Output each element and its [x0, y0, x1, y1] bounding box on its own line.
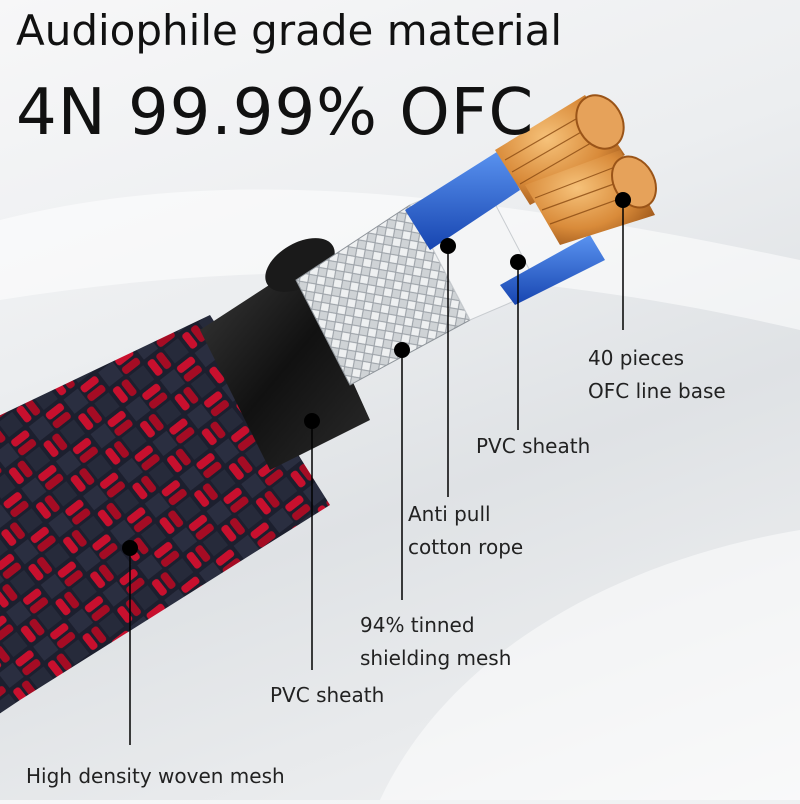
callout-text: High density woven mesh [26, 764, 285, 788]
callout-inner-pvc-sheath: PVC sheath [476, 430, 590, 463]
callout-ofc-line-base: 40 pieces OFC line base [588, 342, 726, 408]
inner-pvc-sheath [405, 150, 605, 305]
dot-ofc-line-base [615, 192, 631, 208]
callout-text: 94% tinned [360, 613, 475, 637]
callout-lines [129, 200, 624, 745]
callout-text: OFC line base [588, 379, 726, 403]
dot-outer-pvc-sheath [304, 413, 320, 429]
callout-text: PVC sheath [476, 434, 591, 458]
dot-shielding-mesh [394, 342, 410, 358]
callout-woven-mesh: High density woven mesh [26, 760, 285, 793]
callout-outer-pvc-sheath: PVC sheath [270, 679, 384, 712]
dot-woven-mesh [122, 540, 138, 556]
dot-anti-pull-rope [440, 238, 456, 254]
callout-text: 40 pieces [588, 346, 685, 370]
callout-text: PVC sheath [270, 683, 385, 707]
callout-dots [122, 192, 631, 556]
callout-text: shielding mesh [360, 646, 512, 670]
heading-line-2: 4N 99.99% OFC [16, 76, 535, 150]
callout-text: cotton rope [408, 535, 524, 559]
dot-inner-pvc-sheath [510, 254, 526, 270]
callout-shielding-mesh: 94% tinned shielding mesh [360, 609, 511, 675]
callout-text: Anti pull [408, 502, 491, 526]
heading-line-1: Audiophile grade material [16, 6, 562, 55]
ofc-copper-cores [495, 94, 657, 245]
callout-anti-pull-rope: Anti pull cotton rope [408, 498, 523, 564]
